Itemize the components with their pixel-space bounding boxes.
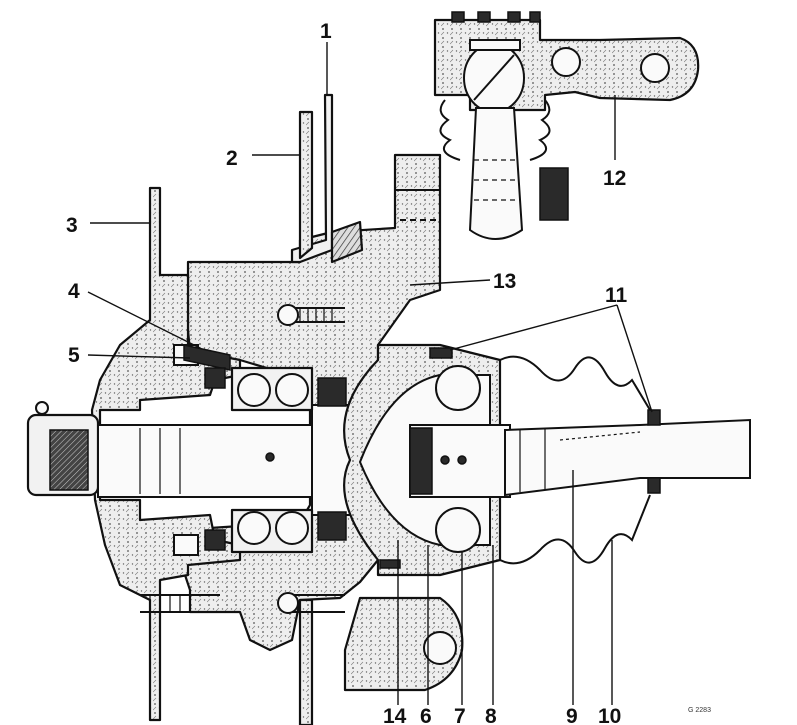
cv-joint-internals	[409, 365, 511, 553]
leader-lines	[87, 42, 653, 705]
callout-8: 8	[485, 705, 497, 725]
brake-disc	[298, 110, 314, 725]
drive-shaft	[504, 418, 751, 497]
callout-1: 1	[320, 20, 332, 43]
upper-boot	[439, 99, 551, 161]
dust-shield	[290, 93, 364, 264]
cv-boot	[499, 355, 651, 565]
callout-2: 2	[226, 147, 238, 170]
caliper-bolts	[140, 304, 345, 614]
callout-labels: 1 2 3 4 5 6 7 8 9 10 11 12 13 14 G 2283	[66, 20, 711, 725]
ball-stud	[463, 39, 569, 240]
wheel-bearings	[230, 366, 347, 554]
callout-4: 4	[68, 280, 80, 303]
callout-5: 5	[68, 344, 80, 367]
reference-code: G 2283	[688, 707, 711, 714]
hub-seals	[183, 344, 231, 551]
callout-6: 6	[420, 705, 432, 725]
callout-11: 11	[605, 284, 628, 307]
stub-axle	[97, 404, 363, 516]
callout-12: 12	[603, 167, 626, 190]
callout-10: 10	[598, 705, 621, 725]
callout-7: 7	[454, 705, 466, 725]
boot-clamps	[379, 347, 661, 569]
callout-14: 14	[383, 705, 407, 725]
lower-mounting-lug	[343, 596, 464, 692]
callout-3: 3	[66, 214, 78, 237]
callout-13: 13	[493, 270, 516, 293]
hub-nut	[26, 401, 100, 497]
callout-9: 9	[566, 705, 578, 725]
